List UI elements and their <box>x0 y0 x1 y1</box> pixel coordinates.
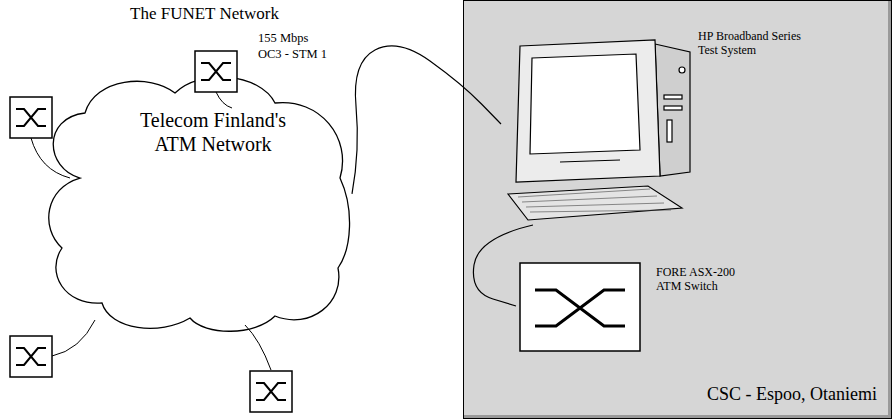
link-label: 155 Mbps OC3 - STM 1 <box>258 31 334 62</box>
switch-icon <box>250 371 292 412</box>
switch-icon <box>10 336 52 377</box>
switch-links <box>31 92 271 370</box>
node-label: HP Broadband Series Test System <box>698 29 823 58</box>
diagram-title: The FUNET Network <box>130 4 279 24</box>
node-label: Telecom Finland's ATM Network <box>118 108 308 156</box>
atm-switch-icon <box>520 263 640 351</box>
cable-connector <box>352 46 501 194</box>
cloud-outline <box>40 68 352 336</box>
network-cloud: Telecom Finland's ATM Network <box>40 68 352 336</box>
node-label: CSC - Espoo, Otaniemi <box>707 384 877 406</box>
computer-illustration <box>508 40 690 220</box>
cable-connector <box>473 225 533 306</box>
switch-icon <box>10 97 52 138</box>
node-label: FORE ASX-200 ATM Switch <box>656 265 756 294</box>
switch-icon <box>195 51 237 92</box>
